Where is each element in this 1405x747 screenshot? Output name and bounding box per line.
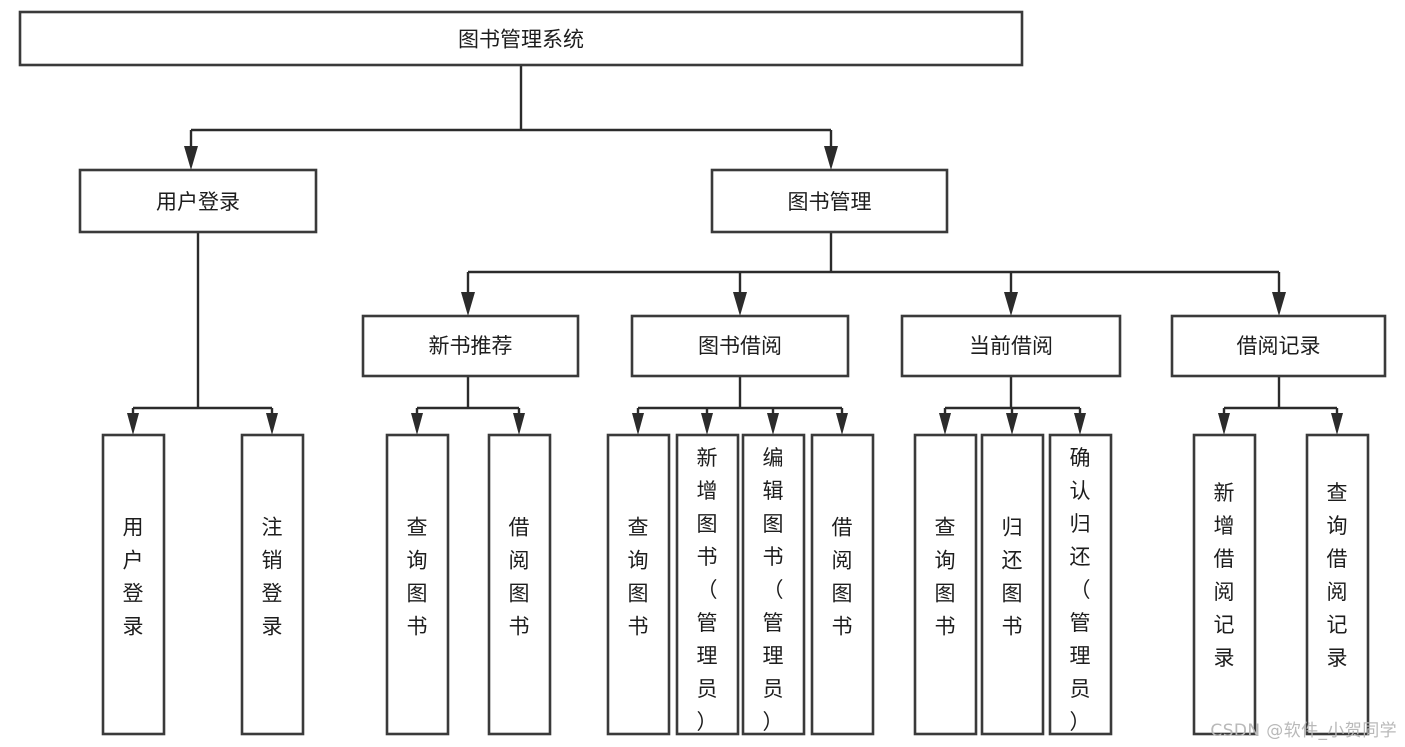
leaf-cb-confirm-label: 确认归还（管理员）	[1070, 446, 1091, 734]
leaf-br-add-label: 新增借阅记录	[1214, 481, 1235, 670]
leaf-cb-confirm-box[interactable]	[1048, 433, 1113, 736]
node-book-borrow[interactable]: 图书借阅	[630, 314, 850, 378]
leaf-node-cb-return-book[interactable]: 归还图书	[980, 433, 1045, 736]
csdn-watermark: CSDN @软件_小贺同学	[1210, 721, 1397, 741]
leaf-node-bb-edit-book[interactable]: 编辑图书（管理员）	[741, 433, 806, 736]
arrow-head-cb-query	[939, 413, 951, 435]
arrow-head-nb-query	[411, 413, 423, 435]
leaf-user-login-label: 用户登录	[123, 516, 144, 639]
leaf-node-br-add-record[interactable]: 新增借阅记录	[1192, 433, 1257, 736]
leaf-nb-query-box[interactable]	[385, 433, 450, 736]
node-current-borrow[interactable]: 当前借阅	[900, 314, 1122, 378]
arrow-head-br-query	[1331, 413, 1343, 435]
leaf-cb-query-box[interactable]	[913, 433, 978, 736]
arrow-head-br-add	[1218, 413, 1230, 435]
node-book-management[interactable]: 图书管理	[710, 168, 949, 234]
connectors-book-mgmt-to-level3	[461, 232, 1286, 316]
arrow-head-bb-query	[632, 413, 644, 435]
node-borrow-record-box[interactable]	[1170, 314, 1387, 378]
node-book-management-box[interactable]	[710, 168, 949, 234]
node-borrow-record-label: 借阅记录	[1237, 334, 1321, 358]
leaf-node-bb-query-book[interactable]: 查询图书	[606, 433, 671, 736]
leaf-bb-edit-label: 编辑图书（管理员）	[763, 446, 784, 734]
leaf-logout-label: 注销登录	[262, 516, 283, 639]
arrow-head-current-borrow	[1004, 292, 1018, 316]
node-book-borrow-label: 图书借阅	[698, 334, 782, 358]
leaf-bb-query-label: 查询图书	[628, 516, 649, 639]
leaf-bb-edit-box[interactable]	[741, 433, 806, 736]
leaf-node-cb-query-book[interactable]: 查询图书	[913, 433, 978, 736]
leaf-logout-box[interactable]	[240, 433, 305, 736]
node-user-login[interactable]: 用户登录	[78, 168, 318, 234]
node-new-book-recommend-label: 新书推荐	[429, 334, 513, 358]
connectors-root-to-level2	[184, 65, 838, 170]
arrow-head-book-borrow	[733, 292, 747, 316]
node-book-management-label: 图书管理	[788, 190, 872, 214]
leaf-bb-borrow-label: 借阅图书	[832, 516, 853, 639]
arrow-head-new-book	[461, 292, 475, 316]
arrow-head-leaf-user-login	[127, 413, 139, 435]
leaf-cb-return-label: 归还图书	[1002, 516, 1023, 639]
leaf-node-nb-query-book[interactable]: 查询图书	[385, 433, 450, 736]
leaf-cb-query-label: 查询图书	[935, 516, 956, 639]
node-root-label: 图书管理系统	[458, 28, 584, 52]
leaf-br-query-label: 查询借阅记录	[1327, 481, 1348, 670]
node-user-login-label: 用户登录	[156, 190, 240, 214]
node-user-login-box[interactable]	[78, 168, 318, 234]
leaf-nb-query-label: 查询图书	[407, 516, 428, 639]
arrow-head-nb-borrow	[513, 413, 525, 435]
leaf-user-login-box[interactable]	[101, 433, 166, 736]
node-root-system[interactable]: 图书管理系统	[18, 10, 1024, 67]
node-current-borrow-box[interactable]	[900, 314, 1122, 378]
arrow-head-bb-edit	[767, 413, 779, 435]
leaf-bb-add-box[interactable]	[675, 433, 740, 736]
node-borrow-record[interactable]: 借阅记录	[1170, 314, 1387, 378]
arrow-head-bb-add	[701, 413, 713, 435]
connectors-book-borrow-to-leaves	[632, 376, 848, 435]
node-book-borrow-box[interactable]	[630, 314, 850, 378]
connectors-borrow-record-to-leaves	[1218, 376, 1343, 435]
arrow-head-leaf-logout	[266, 413, 278, 435]
connectors-user-login-to-leaves	[127, 232, 278, 435]
arrow-head-cb-confirm	[1074, 413, 1086, 435]
leaf-bb-borrow-box[interactable]	[810, 433, 875, 736]
leaf-nb-borrow-label: 借阅图书	[509, 516, 530, 639]
leaf-cb-return-box[interactable]	[980, 433, 1045, 736]
leaf-br-add-box[interactable]	[1192, 433, 1257, 736]
node-new-book-recommend-box[interactable]	[361, 314, 580, 378]
arrow-head-user-login	[184, 146, 198, 170]
leaf-node-logout[interactable]: 注销登录	[240, 433, 305, 736]
leaf-node-cb-confirm-return[interactable]: 确认归还（管理员）	[1048, 433, 1113, 736]
leaf-bb-add-label: 新增图书（管理员）	[697, 446, 718, 734]
leaf-node-bb-add-book[interactable]: 新增图书（管理员）	[675, 433, 740, 736]
leaf-br-query-box[interactable]	[1305, 433, 1370, 736]
node-new-book-recommend[interactable]: 新书推荐	[361, 314, 580, 378]
node-current-borrow-label: 当前借阅	[969, 334, 1053, 358]
connectors-new-book-to-leaves	[411, 376, 525, 435]
leaf-node-br-query-record[interactable]: 查询借阅记录	[1305, 433, 1370, 736]
leaf-node-user-login[interactable]: 用户登录	[101, 433, 166, 736]
leaf-node-bb-borrow-book[interactable]: 借阅图书	[810, 433, 875, 736]
node-root-box[interactable]	[18, 10, 1024, 67]
arrow-head-cb-return	[1006, 413, 1018, 435]
arrow-head-book-mgmt	[824, 146, 838, 170]
arrow-head-bb-borrow	[836, 413, 848, 435]
connectors-current-borrow-to-leaves	[939, 376, 1086, 435]
arrow-head-borrow-record	[1272, 292, 1286, 316]
leaf-bb-query-box[interactable]	[606, 433, 671, 736]
leaf-node-nb-borrow-book[interactable]: 借阅图书	[487, 433, 552, 736]
leaf-nb-borrow-box[interactable]	[487, 433, 552, 736]
